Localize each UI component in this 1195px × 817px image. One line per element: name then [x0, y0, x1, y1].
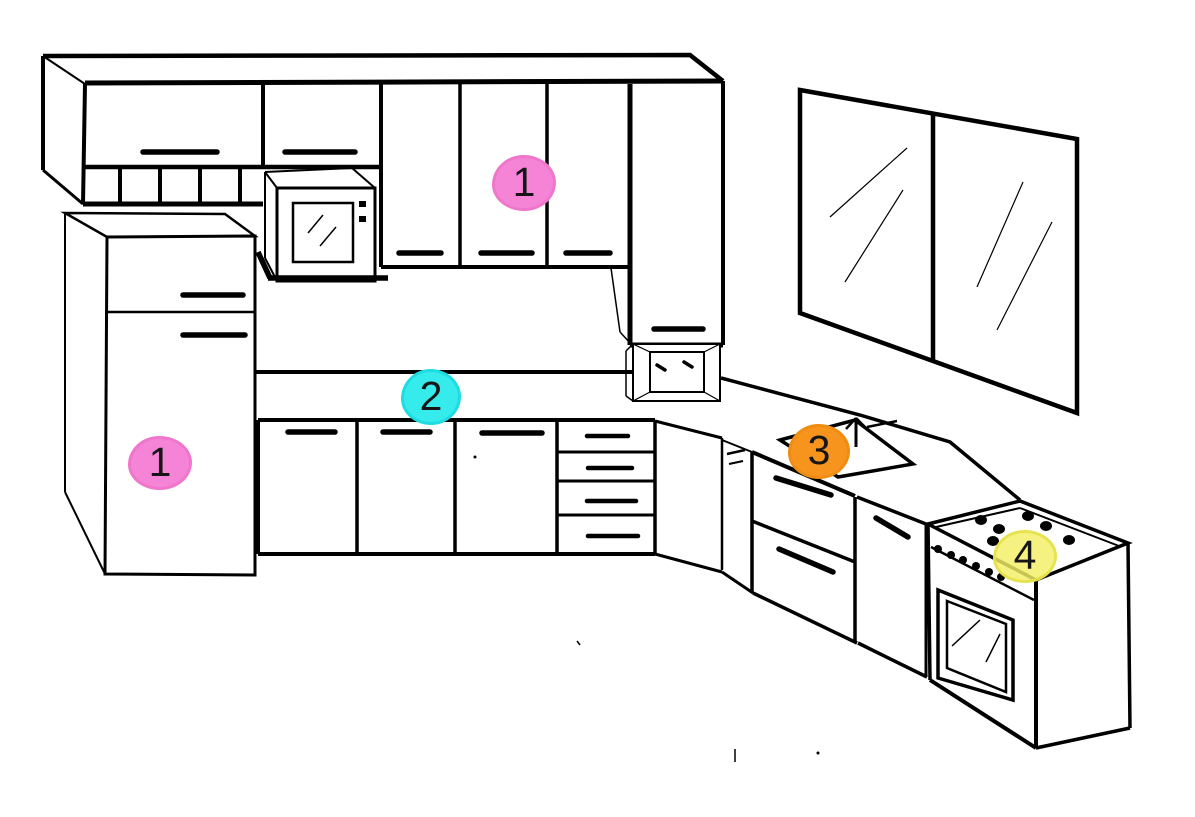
marker-label: 3 — [807, 427, 831, 473]
burners — [975, 511, 1075, 546]
refrigerator — [60, 211, 259, 577]
microwave — [255, 167, 388, 283]
faucet — [845, 417, 898, 447]
sink-base-cabinet — [751, 450, 858, 645]
open-shelves — [83, 167, 263, 207]
upper-cabinets — [41, 52, 725, 348]
window-glass-reflections — [829, 147, 1053, 331]
marker-3-sink[interactable]: 3 — [788, 424, 850, 479]
door-handle — [873, 515, 911, 540]
marker-label: 1 — [512, 158, 536, 205]
power-outlet — [625, 343, 721, 402]
cabinet-handles — [140, 149, 706, 332]
drawer-handle — [776, 546, 836, 575]
outlet-prong — [682, 360, 694, 369]
corner-filler-panel — [721, 448, 754, 595]
marker-4-stove[interactable]: 4 — [993, 530, 1057, 583]
drawer-handles — [584, 433, 641, 539]
countertop-back-edge-right — [720, 376, 1022, 502]
marker-label: 1 — [148, 438, 172, 485]
marker-2-countertop[interactable]: 2 — [401, 369, 461, 425]
microwave-button — [359, 216, 366, 222]
oven-door — [936, 587, 1015, 703]
window — [797, 87, 1080, 417]
drawer-handle — [773, 475, 834, 498]
marker-label: 4 — [1013, 532, 1037, 578]
marker-label: 2 — [419, 372, 443, 419]
marker-1-refrigerator[interactable]: 1 — [128, 436, 192, 490]
base-cabinets-left — [256, 418, 724, 574]
microwave-button — [359, 201, 366, 207]
base-cabinet-handles — [285, 429, 545, 436]
outlet-prong — [655, 363, 667, 372]
stray-marks — [576, 640, 820, 762]
corner-cabinet-return — [610, 267, 632, 345]
base-cabinet-right — [856, 495, 928, 679]
marker-1-upper-cabinets[interactable]: 1 — [492, 155, 556, 211]
microwave-window — [291, 201, 355, 264]
drawer-stack — [557, 433, 655, 539]
